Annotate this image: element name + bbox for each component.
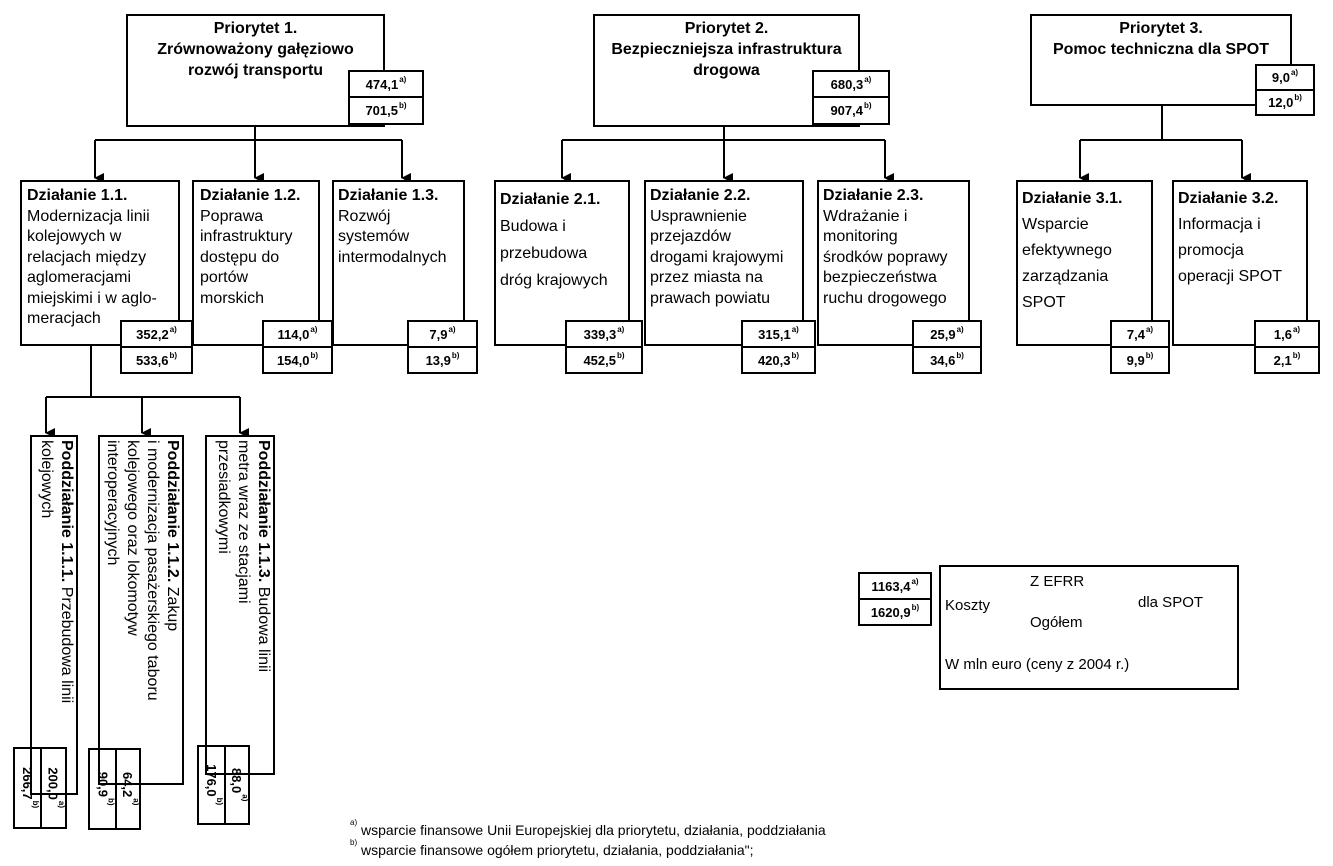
subaction-1-1-2-text: Poddziałanie 1.1.2. Zakup i modernizacja… <box>104 440 181 701</box>
legend-box <box>939 565 1239 690</box>
priority-1-title: Priorytet 1. Zrównoważony gałęziowo rozw… <box>157 20 354 79</box>
action-1-2-box <box>192 180 320 346</box>
priority-3-title: Priorytet 3. Pomoc techniczna dla SPOT <box>1052 20 1270 58</box>
legend-unit-note: W mln euro (ceny z 2004 r.) <box>945 656 1130 673</box>
subaction-1-1-1-value-total: 266,7b) <box>13 747 42 829</box>
footnote-b: b) wsparcie finansowe ogółem priorytetu,… <box>350 838 754 858</box>
subaction-1-1-1-box <box>30 435 78 795</box>
action-3-1-box <box>1016 180 1153 346</box>
subaction-1-1-3-text: Poddziałanie 1.1.3. Budowa linii metra w… <box>215 440 272 673</box>
footnote-a: a) wsparcie finansowe Unii Europejskiej … <box>350 818 826 838</box>
subaction-1-1-3-value-eu: 88,0a) <box>224 745 250 825</box>
subaction-1-1-1-value-eu: 200,0a) <box>40 747 67 829</box>
action-1-1-box <box>20 180 180 346</box>
action-3-2-box <box>1172 180 1308 346</box>
subaction-1-1-3-box <box>205 435 275 775</box>
action-2-1-box <box>494 180 630 346</box>
subaction-1-1-2-value-total: 90,9b) <box>88 748 117 830</box>
subaction-1-1-2-value-eu: 64,2a) <box>115 748 141 830</box>
legend-costs-label: Koszty <box>945 597 991 614</box>
legend-spot-label: dla SPOT <box>1138 594 1204 611</box>
action-2-3-box <box>817 180 970 346</box>
priority-3-box <box>1030 14 1292 106</box>
subaction-1-1-3-value-total: 176,0b) <box>197 745 226 825</box>
legend-total-label: Ogółem <box>1030 614 1083 631</box>
subaction-1-1-1-text: Poddziałanie 1.1.1. Przebudowa linii kol… <box>38 440 75 704</box>
action-2-2-box <box>644 180 804 346</box>
action-1-3-box <box>332 180 465 346</box>
priority-2-title: Priorytet 2. Bezpieczniejsza infrastrukt… <box>611 20 842 79</box>
legend-efrr-label: Z EFRR <box>1030 573 1085 590</box>
subaction-1-1-2-box <box>98 435 184 785</box>
